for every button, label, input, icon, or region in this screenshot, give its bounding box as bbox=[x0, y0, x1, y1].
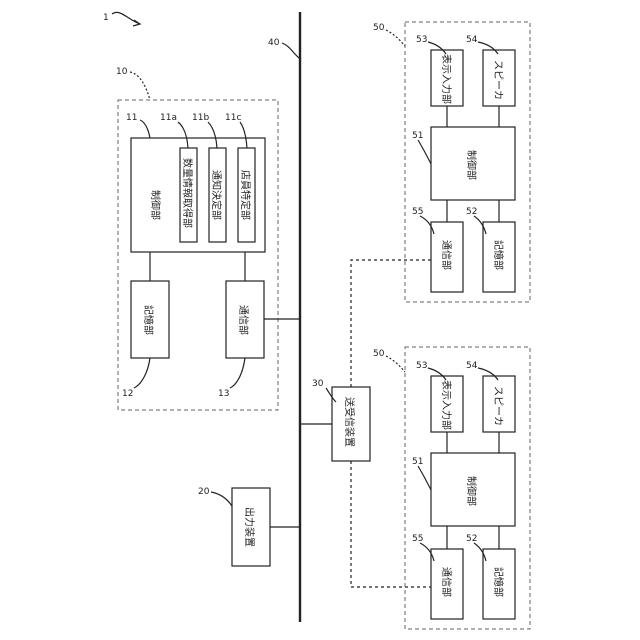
t-bottom-display-number: 53 bbox=[416, 361, 427, 371]
storage-label: 記憶部 bbox=[142, 305, 155, 335]
network-pointer bbox=[282, 43, 299, 58]
output-device-group: 出力装置 20 bbox=[198, 487, 300, 566]
terminal-top-group: 50 表示入力部 53 スピーカ 54 制御部 51 通信部 55 記憶部 52 bbox=[373, 22, 530, 302]
comm-number: 13 bbox=[218, 389, 229, 399]
comm-pointer bbox=[230, 358, 245, 388]
terminal-bottom-group: 50 表示入力部 53 スピーカ 54 制御部 51 通信部 55 記憶部 52 bbox=[373, 347, 530, 629]
storage-number: 12 bbox=[122, 389, 133, 399]
system-label-group: 1 bbox=[103, 12, 140, 26]
t-bottom-speaker-label: スピーカ bbox=[492, 386, 504, 426]
t-top-comm-label: 通信部 bbox=[440, 240, 453, 270]
transceiver-pointer bbox=[326, 388, 336, 402]
wireless-link-bottom bbox=[351, 461, 431, 587]
t-bottom-display-label: 表示入力部 bbox=[440, 380, 453, 430]
t-top-controller-number: 51 bbox=[412, 131, 423, 141]
controller-number: 11 bbox=[126, 113, 137, 123]
t-bottom-controller-pointer bbox=[418, 466, 431, 490]
t-top-storage-pointer bbox=[474, 216, 486, 234]
transceiver-label: 送受信装置 bbox=[343, 397, 356, 447]
server-pointer bbox=[130, 72, 150, 100]
t-bottom-comm-label: 通信部 bbox=[440, 567, 453, 597]
controller-pointer bbox=[140, 120, 150, 138]
t-top-controller-label: 制御部 bbox=[465, 150, 478, 180]
t-bottom-comm-pointer bbox=[420, 543, 434, 561]
output-device-number: 20 bbox=[198, 487, 210, 497]
store-identifier-label: 店員特定部 bbox=[239, 170, 252, 220]
t-bottom-comm-number: 55 bbox=[412, 534, 423, 544]
network-number: 40 bbox=[268, 38, 280, 48]
notification-determiner-pointer bbox=[208, 122, 217, 148]
transceiver-number: 30 bbox=[312, 379, 324, 389]
system-number: 1 bbox=[103, 13, 109, 23]
terminal-top-pointer bbox=[386, 30, 405, 46]
server-boundary bbox=[118, 100, 278, 410]
store-identifier-number: 11c bbox=[225, 113, 241, 123]
t-top-display-number: 53 bbox=[416, 35, 427, 45]
server-number: 10 bbox=[116, 67, 128, 77]
t-bottom-controller-number: 51 bbox=[412, 457, 423, 467]
t-top-storage-label: 記憶部 bbox=[492, 240, 505, 270]
t-top-comm-pointer bbox=[420, 216, 434, 234]
system-pointer bbox=[112, 12, 140, 24]
t-bottom-storage-number: 52 bbox=[466, 534, 477, 544]
notification-determiner-label: 通知決定部 bbox=[210, 170, 223, 220]
t-top-storage-number: 52 bbox=[466, 207, 477, 217]
t-top-speaker-pointer bbox=[478, 42, 498, 54]
t-top-comm-number: 55 bbox=[412, 207, 423, 217]
t-bottom-speaker-pointer bbox=[478, 368, 498, 380]
t-top-speaker-number: 54 bbox=[466, 35, 478, 45]
notification-determiner-number: 11b bbox=[192, 113, 209, 123]
output-device-label: 出力装置 bbox=[243, 507, 256, 547]
t-bottom-storage-label: 記憶部 bbox=[492, 567, 505, 597]
store-identifier-pointer bbox=[240, 122, 247, 148]
quantity-acquirer-label: 数量情報取得部 bbox=[181, 158, 194, 228]
quantity-acquirer-pointer bbox=[178, 122, 188, 148]
t-bottom-speaker-number: 54 bbox=[466, 361, 478, 371]
quantity-acquirer-number: 11a bbox=[160, 113, 177, 123]
t-top-speaker-label: スピーカ bbox=[492, 60, 504, 100]
t-top-display-label: 表示入力部 bbox=[440, 54, 453, 104]
controller-label: 制御部 bbox=[149, 190, 162, 220]
server-group: 10 制御部 11 数量情報取得部 11a 通知決定部 11b 店員特定部 11… bbox=[116, 67, 300, 410]
storage-pointer bbox=[134, 358, 150, 388]
comm-label: 通信部 bbox=[237, 305, 250, 335]
t-top-controller-pointer bbox=[418, 140, 431, 164]
terminal-bottom-pointer bbox=[386, 356, 405, 372]
t-bottom-controller-label: 制御部 bbox=[465, 476, 478, 506]
terminal-bottom-number: 50 bbox=[373, 349, 385, 359]
t-bottom-storage-pointer bbox=[474, 543, 486, 561]
output-device-pointer bbox=[211, 492, 232, 506]
terminal-top-number: 50 bbox=[373, 23, 385, 33]
